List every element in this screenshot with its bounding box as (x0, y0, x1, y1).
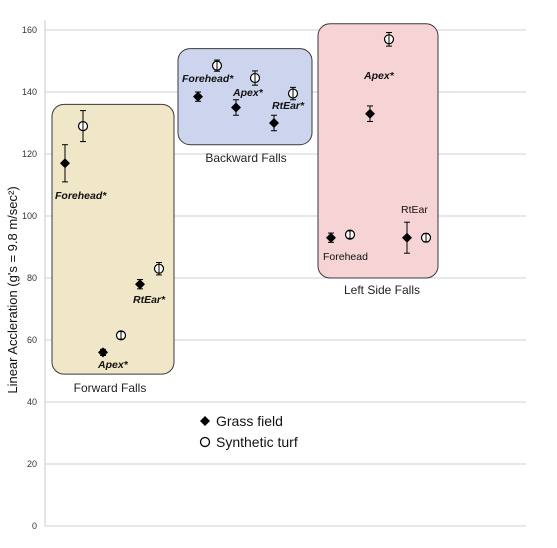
grass-point (60, 158, 70, 169)
y-tick-label: 140 (22, 87, 37, 97)
legend-grass-marker (200, 416, 210, 426)
y-tick-label: 100 (22, 211, 37, 221)
y-tick-label: 60 (27, 335, 37, 345)
y-tick-label: 0 (32, 521, 37, 531)
point-label: Forehead* (182, 73, 234, 85)
legend: Grass field Synthetic turf (199, 413, 298, 450)
grass-point (98, 347, 108, 358)
group-label: Left Side Falls (344, 283, 420, 297)
y-tick-label: 160 (22, 25, 37, 35)
legend-grass-label: Grass field (216, 413, 283, 429)
legend-turf-label: Synthetic turf (216, 434, 298, 450)
group-label: Forward Falls (74, 381, 147, 395)
y-tick-label: 20 (27, 459, 37, 469)
grass-point (365, 108, 375, 119)
point-label: Apex* (363, 70, 395, 82)
y-tick-label: 120 (22, 149, 37, 159)
group-label: Backward Falls (205, 151, 286, 165)
group-box (51, 103, 175, 375)
grass-point (269, 118, 279, 128)
point-label: RtEar* (133, 294, 166, 306)
point-label: Forehead* (55, 190, 107, 202)
group-box (317, 23, 439, 279)
data-points (60, 31, 432, 358)
point-label: RtEar (401, 204, 428, 216)
legend-turf-marker (199, 436, 211, 448)
group-box (177, 48, 313, 146)
point-label: RtEar* (272, 100, 305, 112)
grass-point (231, 102, 241, 113)
y-axis-label: Linear Accleration (g's = 9.8 m/sec²) (5, 186, 20, 393)
point-label: Apex* (97, 359, 129, 371)
y-tick-labels: 0 20 40 60 80 100 120 140 160 (22, 25, 37, 531)
grass-point (193, 91, 203, 102)
group-boxes (51, 23, 439, 375)
grass-point (402, 232, 412, 243)
grass-point (135, 279, 145, 290)
point-labels: Forward Falls Forehead* RtEar* Apex* Backwar… (55, 70, 428, 395)
y-tick-label: 40 (27, 397, 37, 407)
y-tick-label: 80 (27, 273, 37, 283)
point-label: Forehead (323, 251, 368, 263)
point-label: Apex* (232, 87, 264, 99)
grass-point (326, 232, 336, 243)
